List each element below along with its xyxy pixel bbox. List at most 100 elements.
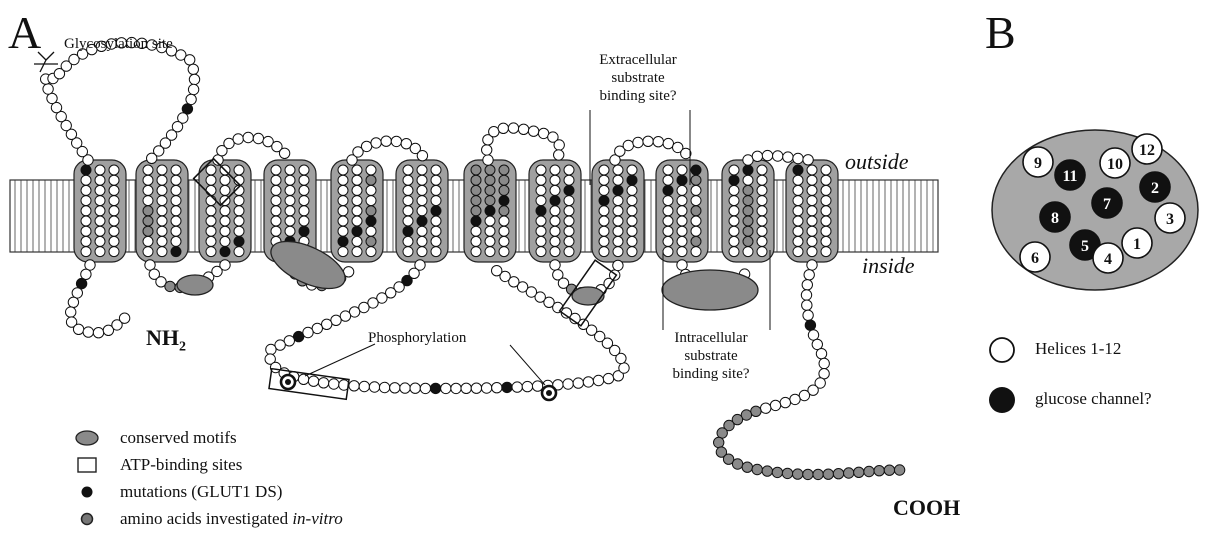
residue <box>318 378 328 388</box>
residue <box>691 185 701 195</box>
residue <box>234 206 244 216</box>
residue <box>485 196 495 206</box>
residue <box>583 377 593 387</box>
residue <box>770 400 780 410</box>
residue <box>499 226 509 236</box>
residue <box>206 165 216 175</box>
residue <box>536 236 546 246</box>
residue <box>431 185 441 195</box>
residue <box>512 382 522 392</box>
residue <box>717 428 727 438</box>
residue <box>47 93 57 103</box>
helix-residues-10 <box>663 165 701 257</box>
residue <box>691 165 701 175</box>
residue <box>390 383 400 393</box>
residue <box>451 383 461 393</box>
residue <box>400 383 410 393</box>
residue <box>821 247 831 257</box>
residue <box>206 216 216 226</box>
residue <box>821 175 831 185</box>
residue <box>743 196 753 206</box>
residue <box>220 226 230 236</box>
residue <box>599 247 609 257</box>
helix-residues-5 <box>338 165 376 257</box>
residue <box>366 226 376 236</box>
helix-6-circle: 6 <box>1020 242 1050 272</box>
helix-residues-6 <box>403 165 441 257</box>
residue <box>352 185 362 195</box>
residue <box>536 165 546 175</box>
residue <box>95 206 105 216</box>
residue <box>803 469 813 479</box>
residue <box>308 376 318 386</box>
residue <box>366 247 376 257</box>
residue <box>613 175 623 185</box>
residue <box>471 383 481 393</box>
residue <box>793 185 803 195</box>
residue <box>95 216 105 226</box>
residue <box>431 196 441 206</box>
helix-number: 5 <box>1081 238 1089 255</box>
residue <box>821 206 831 216</box>
residue <box>68 297 78 307</box>
residue <box>793 165 803 175</box>
residue <box>564 216 574 226</box>
residue <box>803 155 813 165</box>
residue <box>431 165 441 175</box>
residue <box>206 185 216 195</box>
residue <box>613 196 623 206</box>
helix-10-circle: 10 <box>1100 148 1130 178</box>
n-terminus-label: NH2 <box>146 326 186 355</box>
residue <box>864 466 874 476</box>
residue <box>485 236 495 246</box>
residue <box>109 247 119 257</box>
residue <box>633 137 643 147</box>
residue <box>729 206 739 216</box>
residue <box>349 381 359 391</box>
residue <box>627 247 637 257</box>
residue <box>623 140 633 150</box>
helix-11-circle: 11 <box>1055 160 1085 190</box>
residue <box>691 206 701 216</box>
helix-number: 6 <box>1031 250 1039 267</box>
n-terminal-tail <box>66 260 130 338</box>
residue <box>220 185 230 195</box>
residue <box>619 363 629 373</box>
residue <box>271 175 281 185</box>
c-terminus-label: COOH <box>893 496 960 520</box>
residue <box>285 226 295 236</box>
residue <box>188 84 198 94</box>
residue <box>338 247 348 257</box>
residue <box>550 260 560 270</box>
residue <box>81 185 91 195</box>
residue <box>808 330 818 340</box>
helix-residues-8 <box>536 165 574 257</box>
residue <box>613 216 623 226</box>
channel-filled-circle-icon <box>985 383 1019 417</box>
residue <box>43 84 53 94</box>
residue <box>234 226 244 236</box>
residue <box>338 165 348 175</box>
residue <box>403 196 413 206</box>
residue <box>499 165 509 175</box>
residue <box>677 216 687 226</box>
residue <box>757 247 767 257</box>
residue <box>417 206 427 216</box>
residue <box>66 307 76 317</box>
residue <box>109 165 119 175</box>
residue <box>627 175 637 185</box>
residue <box>366 165 376 175</box>
residue <box>536 216 546 226</box>
residue <box>564 226 574 236</box>
residue <box>243 132 253 142</box>
residue <box>550 196 560 206</box>
residue <box>783 152 793 162</box>
residue <box>801 290 811 300</box>
legend-helices: Helices 1-12 <box>1035 339 1121 359</box>
residue <box>599 226 609 236</box>
residue <box>821 236 831 246</box>
residue <box>471 247 481 257</box>
helix-number: 8 <box>1051 210 1059 227</box>
residue <box>234 247 244 257</box>
residue <box>471 196 481 206</box>
